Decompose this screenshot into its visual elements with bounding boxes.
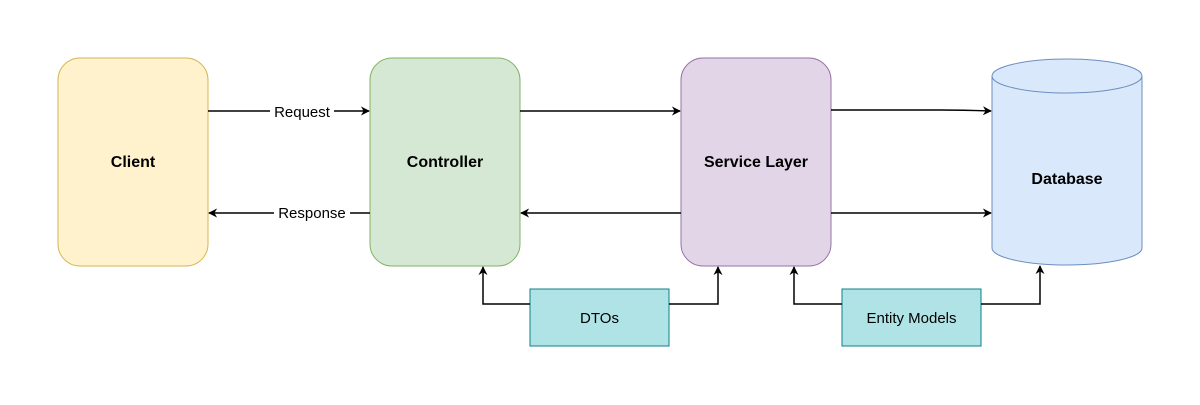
- database-node: Database: [991, 58, 1143, 266]
- client-node: Client: [57, 57, 209, 267]
- entity-models-node: Entity Models: [841, 288, 982, 347]
- dtos-to-controller-arrow: [478, 266, 530, 305]
- service-layer-node: Service Layer: [680, 57, 832, 267]
- controller-node: Controller: [369, 57, 521, 267]
- client-label: Client: [111, 154, 156, 171]
- controller-label: Controller: [407, 154, 483, 171]
- entity-to-service-arrow: [789, 266, 842, 305]
- entity-models-label: Entity Models: [866, 310, 956, 327]
- entity-to-database-arrow: [981, 265, 1045, 305]
- dtos-node: DTOs: [529, 288, 670, 347]
- response-label: Response: [278, 205, 346, 222]
- request-label-bg: [270, 102, 334, 120]
- service-to-database-arrow: [831, 106, 992, 116]
- dtos-to-service-arrow: [669, 266, 723, 305]
- response-label-bg: [274, 204, 350, 222]
- request-label: Request: [274, 104, 331, 121]
- service-layer-label: Service Layer: [704, 154, 808, 171]
- dtos-label: DTOs: [580, 310, 619, 327]
- database-label: Database: [1031, 171, 1102, 188]
